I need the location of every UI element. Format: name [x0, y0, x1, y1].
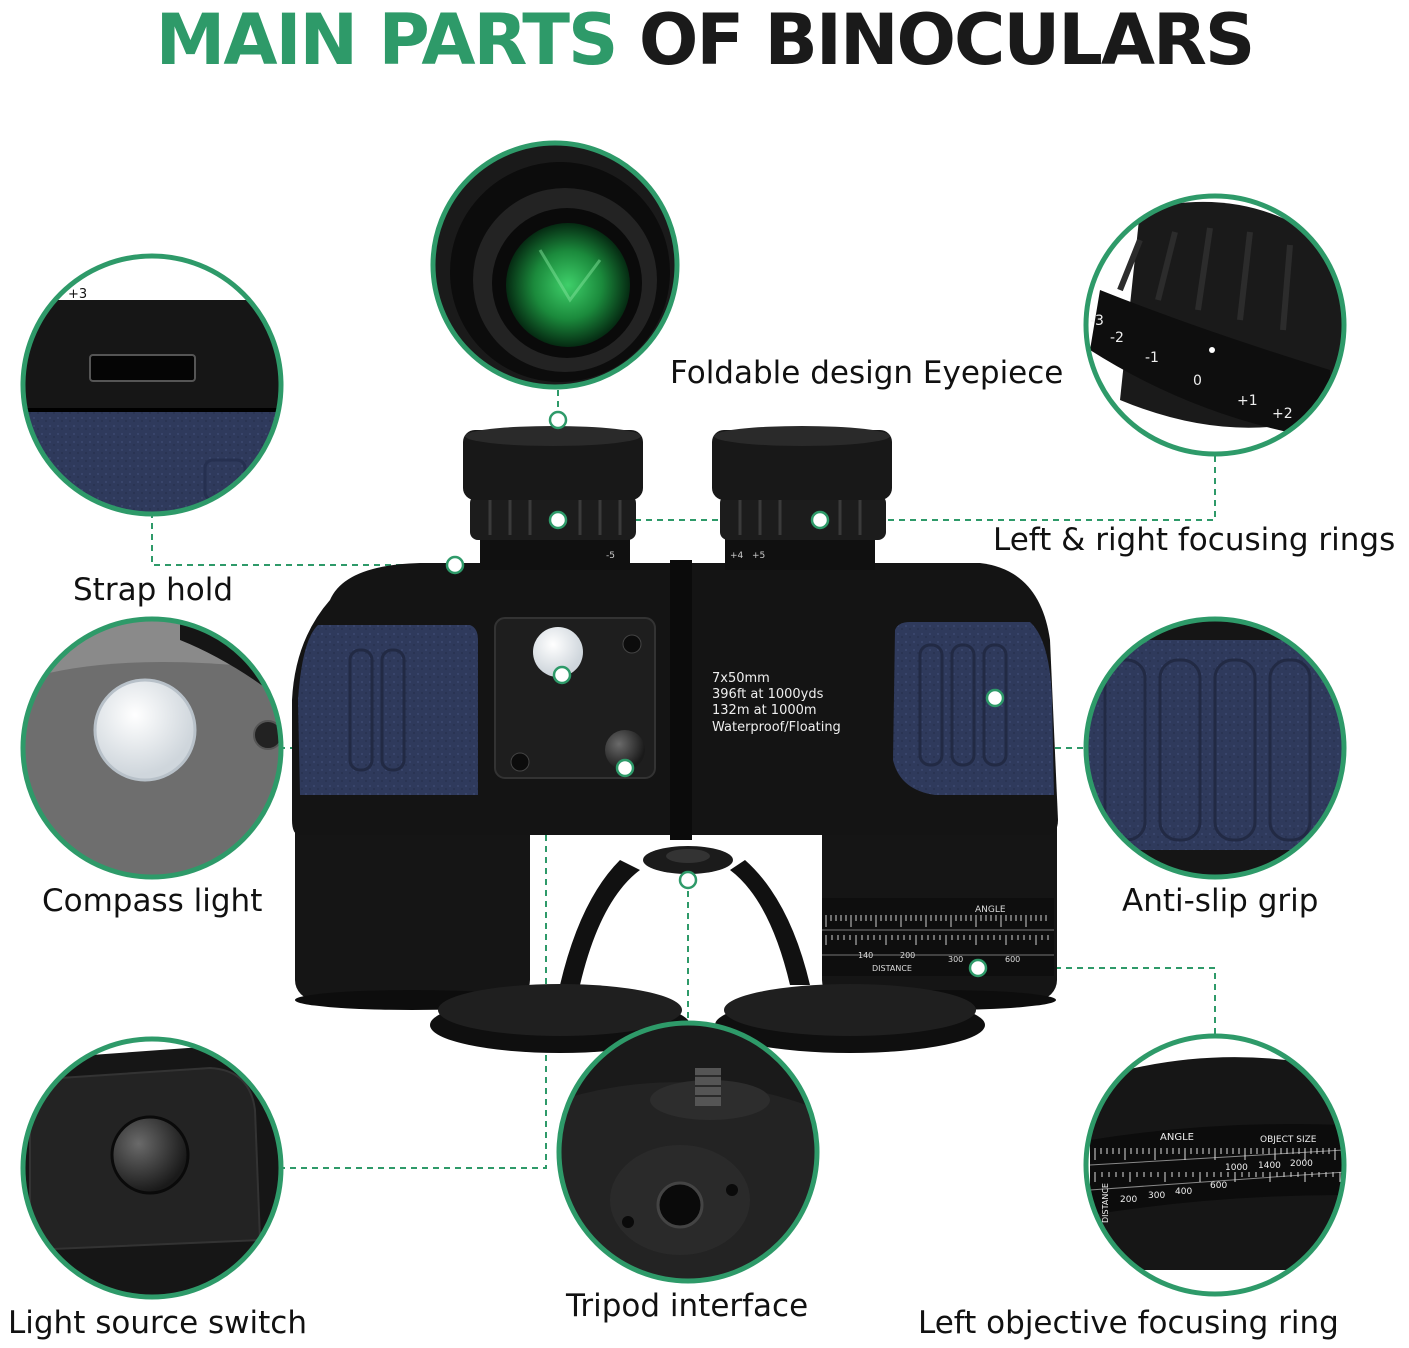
- marker-grip: [985, 688, 1005, 708]
- marker-dots: [445, 410, 1005, 978]
- scale-num-200: 200: [900, 951, 915, 960]
- hinge: [670, 560, 692, 840]
- obj-angle-label: ANGLE: [1160, 1132, 1194, 1143]
- callout-light-switch: [20, 1036, 284, 1300]
- marker-strap: [445, 555, 465, 575]
- obj-size-label: OBJECT SIZE: [1260, 1135, 1317, 1145]
- diopter-zero: 0: [1193, 373, 1202, 389]
- connector-strap: [151, 512, 455, 566]
- obj-num-600: 600: [1210, 1181, 1227, 1191]
- label-compass-light: Compass light: [42, 883, 263, 919]
- switch-button: [110, 1115, 190, 1195]
- marker-compass: [552, 665, 572, 685]
- callout-focusing-ring: -3 -2 -1 0 +1 +2: [1083, 193, 1347, 457]
- obj-num-200: 200: [1120, 1195, 1137, 1205]
- marker-tripod: [678, 870, 698, 890]
- spec-waterproof: Waterproof/Floating: [712, 720, 841, 735]
- eyepiece-lens: [506, 223, 630, 347]
- binocular-body: ANGLE DISTANCE 140 200 300 600 7x50mm 39…: [292, 426, 1058, 1053]
- marker-eyepiece: [548, 410, 568, 430]
- right-eye-mark-plus4: +4: [730, 551, 744, 561]
- callout-compass-light: [20, 616, 284, 880]
- spec-fov-yds: 396ft at 1000yds: [712, 687, 824, 702]
- objective-scale: ANGLE DISTANCE 140 200 300 600: [822, 898, 1054, 976]
- callout-anti-slip-grip: [1083, 616, 1347, 880]
- marker-objective: [968, 958, 988, 978]
- scale-num-600: 600: [1005, 955, 1020, 964]
- left-eye-mark-minus5: -5: [606, 551, 615, 561]
- diopter-plus2: +2: [1272, 406, 1293, 422]
- label-anti-slip: Anti-slip grip: [1122, 883, 1319, 919]
- diopter-minus3: -3: [1090, 313, 1104, 329]
- left-grip: [298, 625, 478, 795]
- marker-focus-right: [810, 510, 830, 530]
- compass-light-button: [533, 627, 583, 677]
- diopter-minus2: -2: [1110, 330, 1124, 346]
- label-objective-ring: Left objective focusing ring: [918, 1305, 1339, 1341]
- right-eyepiece: +4 +5: [712, 426, 892, 570]
- obj-distance-label: DISTANCE: [1101, 1183, 1110, 1223]
- compass-light-lens: [93, 678, 197, 782]
- callout-eyepiece: [430, 140, 680, 390]
- title-rest: OF BINOCULARS: [638, 0, 1255, 81]
- right-eye-mark-plus5: +5: [752, 551, 765, 561]
- diopter-minus1: -1: [1145, 350, 1159, 366]
- marker-switch: [615, 758, 635, 778]
- strap-mark: +3: [68, 287, 87, 302]
- callout-strap-hold: +3: [20, 253, 284, 517]
- label-strap-hold: Strap hold: [73, 572, 234, 608]
- spec-fov-m: 132m at 1000m: [712, 703, 817, 718]
- marker-focus-left: [548, 510, 568, 530]
- label-focusing-rings: Left & right focusing rings: [993, 522, 1396, 558]
- obj-num-300: 300: [1148, 1191, 1165, 1201]
- scale-num-140: 140: [858, 951, 873, 960]
- obj-num-400: 400: [1175, 1187, 1192, 1197]
- obj-num-1000: 1000: [1225, 1163, 1248, 1173]
- callout-objective-ring: ANGLE OBJECT SIZE 1000 1400 2000 200 300…: [1083, 1033, 1347, 1297]
- label-eyepiece: Foldable design Eyepiece: [670, 355, 1064, 391]
- title-highlight: MAIN PARTS: [155, 0, 619, 81]
- left-barrel: [295, 790, 530, 1000]
- label-tripod: Tripod interface: [566, 1288, 809, 1324]
- obj-num-2000: 2000: [1290, 1159, 1313, 1169]
- scale-num-300: 300: [948, 955, 963, 964]
- diopter-plus1: +1: [1237, 393, 1258, 409]
- spec-model: 7x50mm: [712, 671, 770, 686]
- obj-num-1400: 1400: [1258, 1161, 1281, 1171]
- angle-label: ANGLE: [975, 905, 1006, 915]
- distance-label: DISTANCE: [872, 964, 912, 973]
- light-switch-button: [605, 730, 645, 770]
- callout-tripod: [556, 1020, 820, 1284]
- page-title: MAIN PARTS OF BINOCULARS: [0, 0, 1409, 80]
- label-light-switch: Light source switch: [8, 1305, 307, 1341]
- left-eyepiece: -5: [463, 426, 643, 570]
- tripod-socket: [656, 1181, 704, 1229]
- strap-slot: [89, 354, 196, 382]
